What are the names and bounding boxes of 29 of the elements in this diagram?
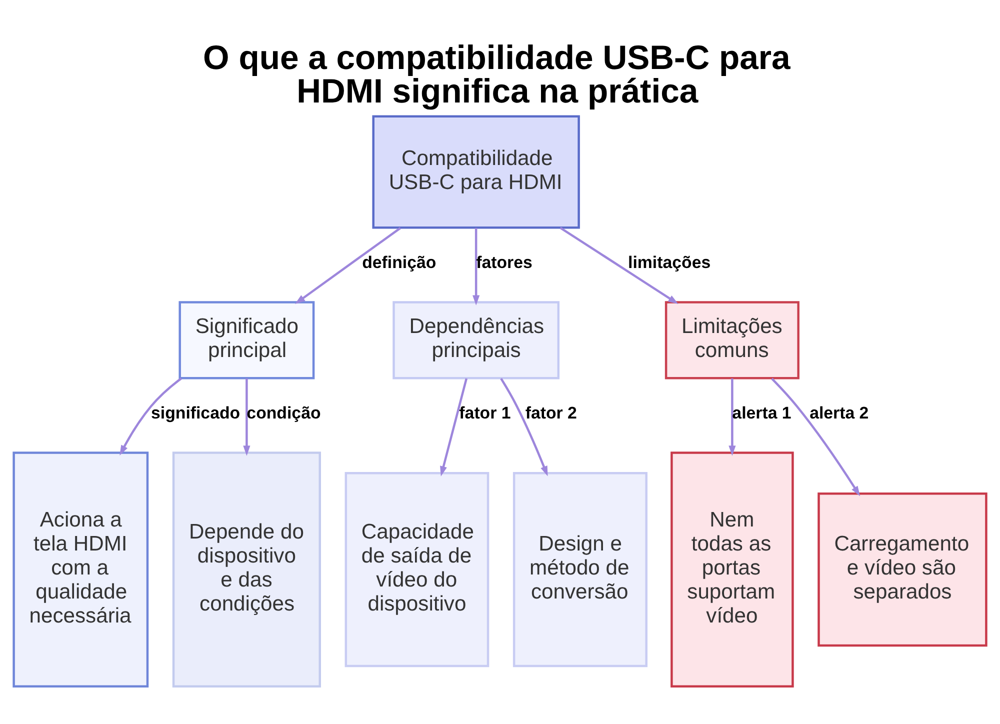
edge-label: definição xyxy=(362,252,436,272)
arrow xyxy=(728,378,736,456)
node-box: Carregamento e vídeo são separados xyxy=(818,492,988,647)
arrow xyxy=(771,378,860,496)
node-box: Compatibilidade USB-C para HDMI xyxy=(372,115,580,229)
edge-label: alerta 2 xyxy=(810,403,869,422)
edge-label: alerta 1 xyxy=(732,403,792,422)
node-box: Design e método de conversão xyxy=(512,472,648,668)
node-box: Depende do dispositivo e das condições xyxy=(172,452,321,688)
arrow xyxy=(560,226,678,304)
edge-label: limitações xyxy=(628,252,711,272)
node-box: Aciona a tela HDMI com a qualidade necessária xyxy=(12,452,149,688)
edge-label: fator 2 xyxy=(525,403,577,422)
edge-label: fator 1 xyxy=(459,403,511,422)
arrow xyxy=(500,378,548,476)
arrow xyxy=(440,378,468,476)
arrow xyxy=(243,378,250,456)
node-box: Limitações comuns xyxy=(664,301,800,380)
node-box: Capacidade de saída de vídeo do dispositivo xyxy=(344,472,490,668)
arrow xyxy=(120,378,182,456)
node-box: Dependências principais xyxy=(392,301,560,380)
edge-label: fatores xyxy=(476,252,532,272)
edge-label: condição xyxy=(246,403,321,422)
node-box: Significado principal xyxy=(178,301,315,380)
edge-label: significado xyxy=(151,403,240,422)
node-box: Nem todas as portas suportam vídeo xyxy=(670,452,794,688)
arrow xyxy=(294,227,401,304)
diagram-title: O que a compatibilidade USB-C para HDMI significa na prática xyxy=(203,38,790,111)
arrow xyxy=(472,228,480,306)
